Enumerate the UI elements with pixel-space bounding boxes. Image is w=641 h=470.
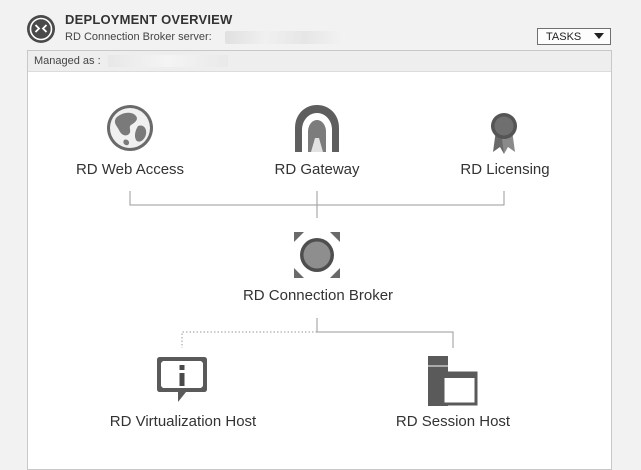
- info-bubble-icon[interactable]: [157, 357, 207, 402]
- server-window-icon[interactable]: [428, 356, 478, 406]
- role-label-gateway[interactable]: RD Gateway: [274, 161, 360, 178]
- redacted-server-name: [225, 31, 345, 44]
- managed-as-bar: Managed as :: [28, 51, 611, 72]
- deployment-diagram: [107, 105, 517, 406]
- role-label-virtualization-host[interactable]: RD Virtualization Host: [109, 413, 257, 430]
- role-label-web-access[interactable]: RD Web Access: [75, 161, 185, 178]
- tasks-button[interactable]: TASKS: [537, 28, 611, 45]
- role-label-session-host[interactable]: RD Session Host: [395, 413, 511, 430]
- role-label-connection-broker[interactable]: RD Connection Broker: [242, 287, 394, 304]
- connector-virtualization-dotted: [181, 331, 317, 348]
- globe-icon[interactable]: [107, 105, 153, 151]
- connection-broker-server-label: RD Connection Broker server:: [65, 31, 212, 43]
- gateway-arch-icon[interactable]: [295, 105, 339, 152]
- page-title: DEPLOYMENT OVERVIEW: [65, 12, 233, 27]
- deployment-overview-header: DEPLOYMENT OVERVIEW RD Connection Broker…: [0, 0, 641, 48]
- redacted-managed-account: [108, 55, 228, 67]
- award-ribbon-icon[interactable]: [491, 113, 517, 154]
- managed-as-label: Managed as :: [34, 55, 101, 67]
- rds-deployment-icon: [27, 15, 55, 43]
- chevron-down-icon: [594, 33, 604, 39]
- tasks-button-label: TASKS: [546, 30, 582, 43]
- connector-lines: [129, 191, 505, 348]
- broker-hub-icon[interactable]: [294, 232, 340, 278]
- connector-broker-down: [316, 318, 454, 348]
- role-label-licensing[interactable]: RD Licensing: [460, 161, 550, 178]
